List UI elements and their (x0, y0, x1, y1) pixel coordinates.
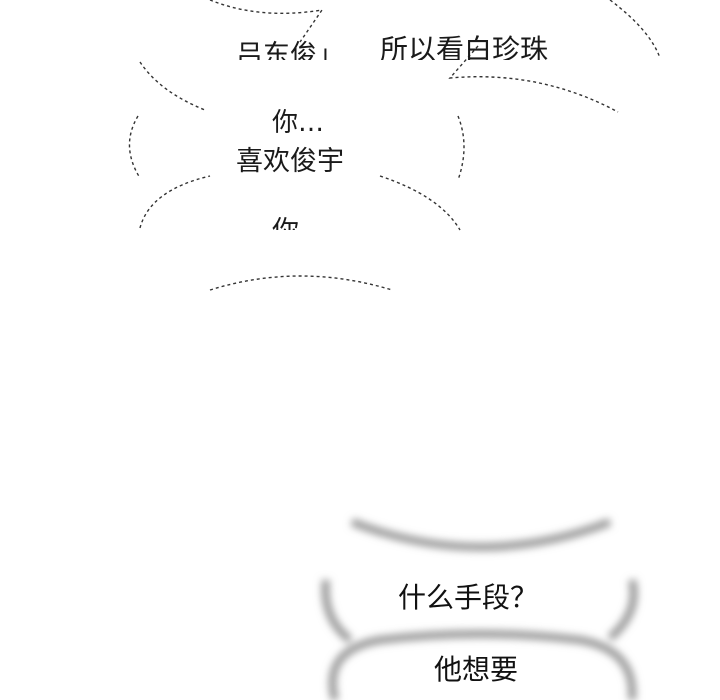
bubble-text-you: 你… (272, 108, 325, 138)
bubble-text-wants: 他想要 (434, 653, 519, 686)
bubble-outline-right-arc (457, 115, 465, 181)
bubble-blur-middle-right (607, 579, 638, 642)
bubble-outline-top-left (139, 61, 206, 111)
bubble-blur-bottom (328, 630, 637, 700)
bubble-text-like: 喜欢俊宇 (236, 146, 376, 174)
bubble-text-partial-left: 吕东俊」 (236, 30, 360, 60)
bubble-outline-right (609, 0, 661, 59)
bubble-outline-bottom (209, 275, 393, 291)
bubble-text-means: 什么手段？ (398, 581, 539, 614)
bubble-text-pearl: 所以看白珍珠 (380, 30, 590, 61)
bubble-outline-mid-right (379, 175, 461, 231)
bubble-text-partial-left-label: 吕东俊」 (236, 40, 344, 60)
bubble-text-like-label: 喜欢俊宇 (236, 146, 344, 174)
bubble-outline-top-spike (209, 0, 324, 43)
bubble-outline-left-arc (128, 115, 141, 179)
bubble-blur-middle-left (321, 579, 353, 644)
bubble-text-pearl-label: 所以看白珍珠 (380, 33, 549, 61)
bubble-blur-top (350, 518, 612, 551)
bubble-outline-pearl-spike (448, 45, 619, 113)
bubble-text-you-cut-label: 你 (272, 218, 299, 230)
bubble-outline-mid (139, 175, 211, 229)
bubble-text-you-cut: 你 (272, 216, 312, 230)
